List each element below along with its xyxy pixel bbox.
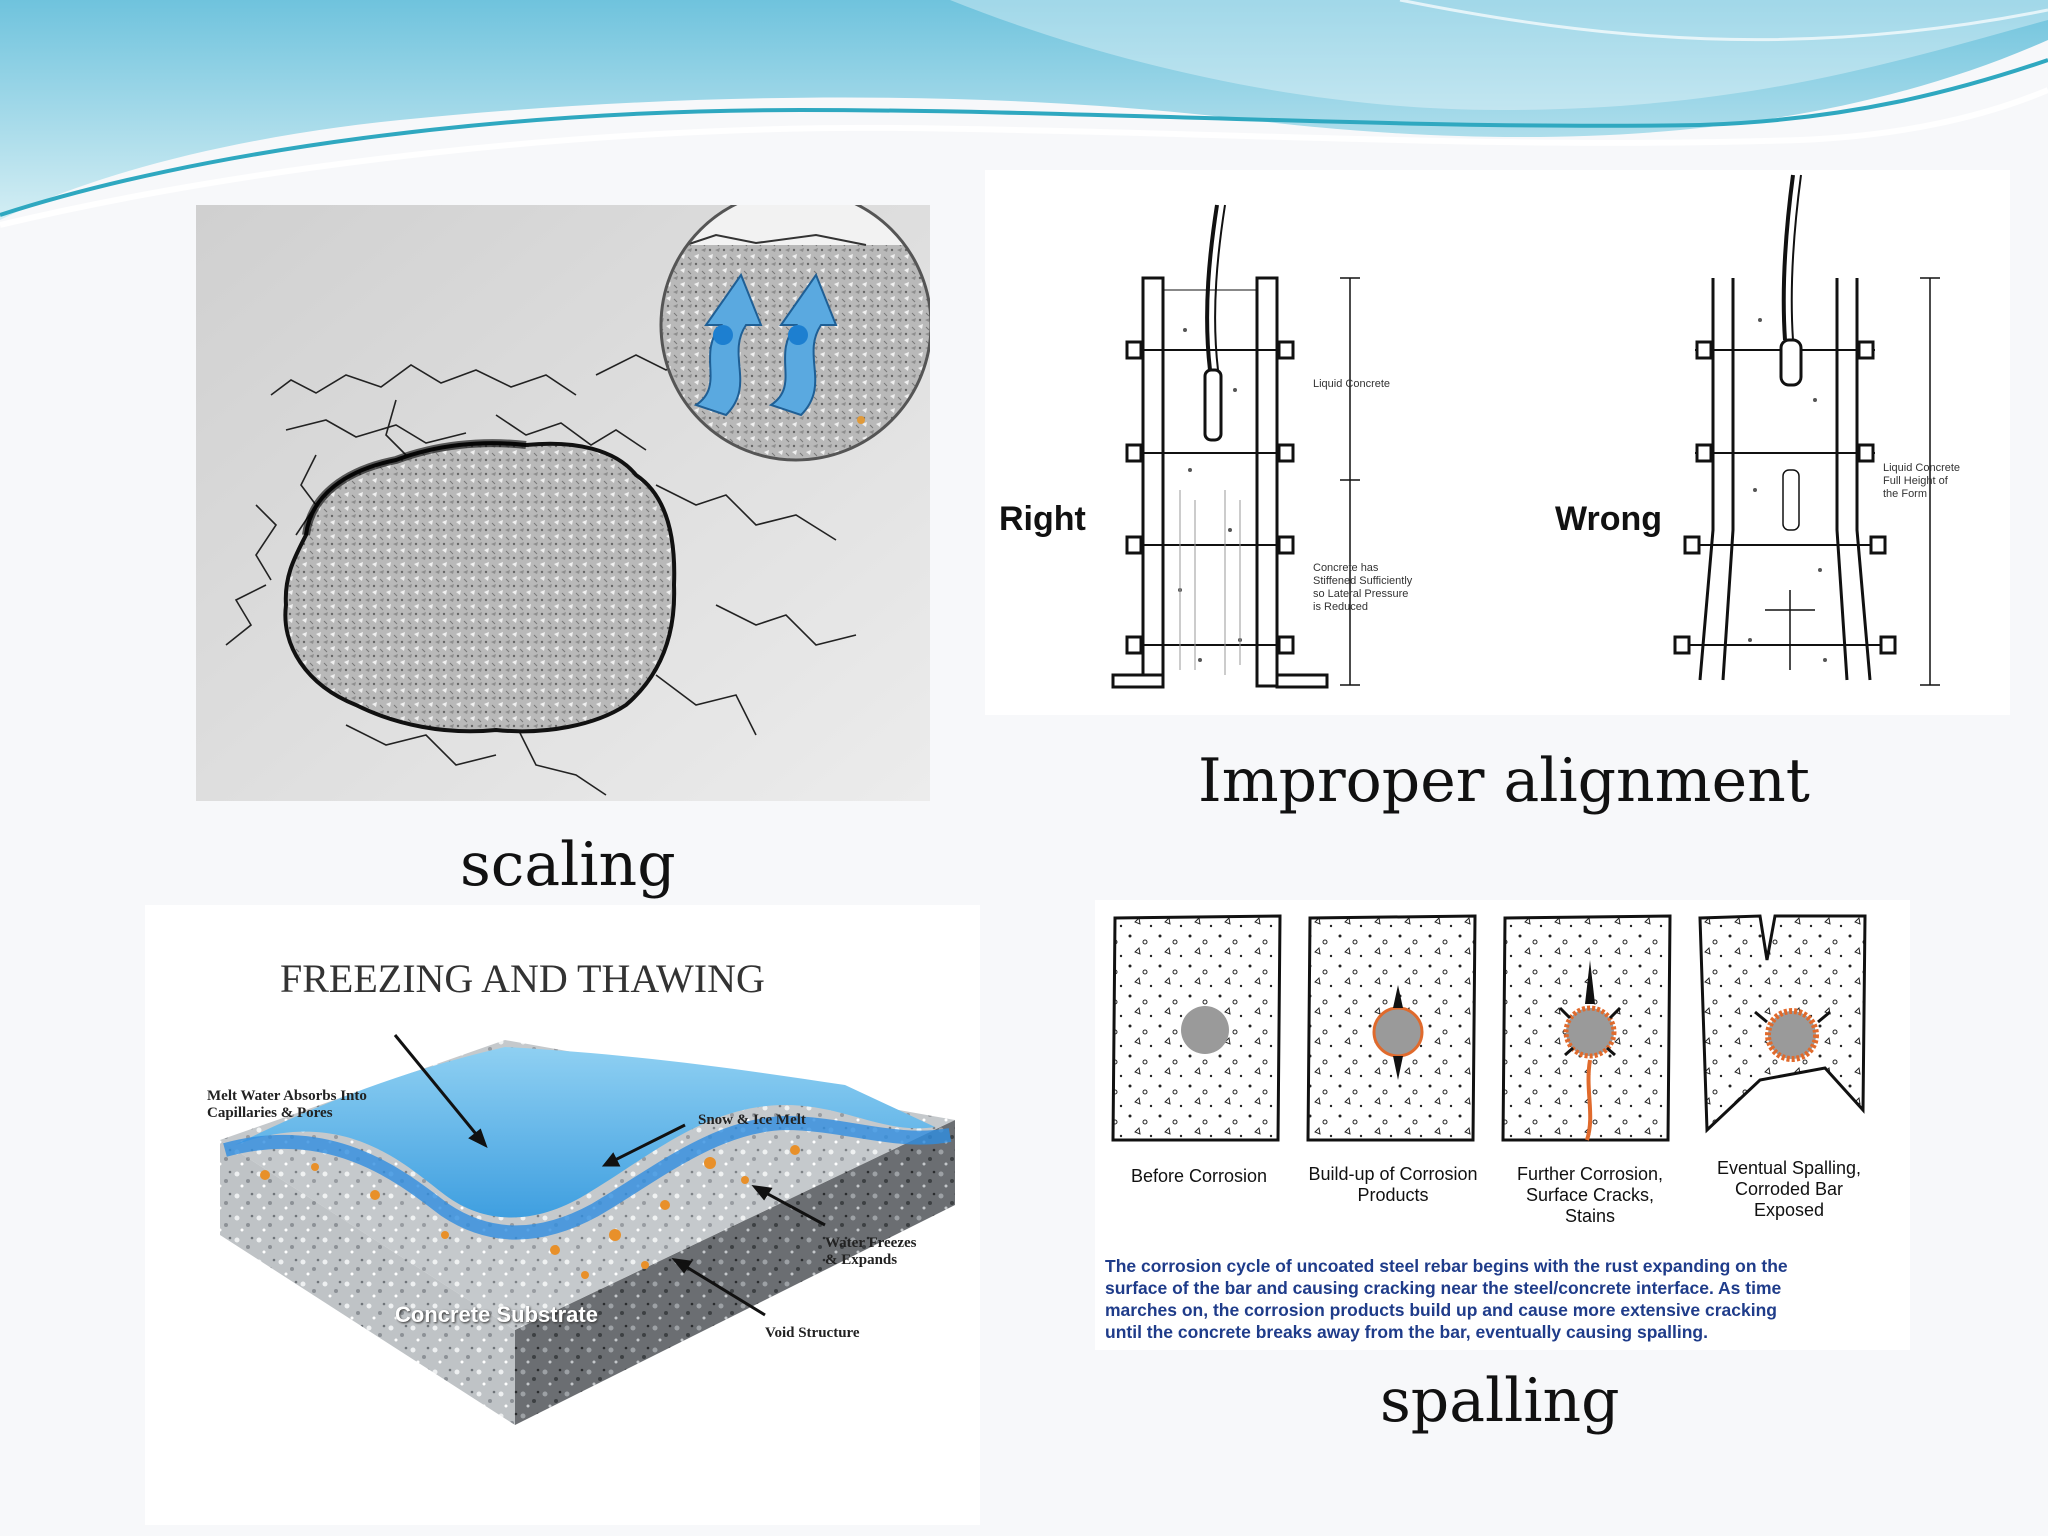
caption-spalling: spalling bbox=[1380, 1366, 1620, 1436]
stage-eventual-spalling bbox=[1698, 914, 1867, 1134]
stage-buildup bbox=[1306, 914, 1477, 1142]
formwork-diagram: Right Wrong Liquid Concrete Concrete has… bbox=[985, 170, 2010, 715]
stage-further-corrosion bbox=[1501, 914, 1672, 1142]
label-water-freezes: Water Freezes& Expands bbox=[825, 1235, 917, 1268]
label-snow-ice: Snow & Ice Melt bbox=[698, 1112, 806, 1128]
caption-scaling: scaling bbox=[460, 830, 676, 900]
caption-improper-alignment: Improper alignment bbox=[1198, 746, 1810, 816]
label-concrete-substrate: Concrete Substrate bbox=[395, 1302, 598, 1327]
scaling-illustration bbox=[196, 205, 930, 801]
stage-label-3: Further Corrosion,Surface Cracks,Stains bbox=[1516, 1164, 1664, 1226]
freezing-title: FREEZING AND THAWING bbox=[280, 956, 765, 1001]
stage-before-corrosion bbox=[1111, 914, 1282, 1142]
stage-label-1: Before Corrosion bbox=[1130, 1166, 1268, 1186]
wrong-label: Wrong bbox=[1555, 500, 1663, 538]
freezing-thawing-diagram: FREEZING AND THAWING bbox=[145, 905, 980, 1525]
right-label: Right bbox=[999, 500, 1086, 538]
note-liquid-concrete: Liquid Concrete bbox=[1313, 378, 1391, 390]
corrosion-description: The corrosion cycle of uncoated steel re… bbox=[1105, 1256, 1788, 1342]
header-wave-decoration bbox=[0, 0, 2048, 228]
label-void-structure: Void Structure bbox=[765, 1325, 860, 1341]
